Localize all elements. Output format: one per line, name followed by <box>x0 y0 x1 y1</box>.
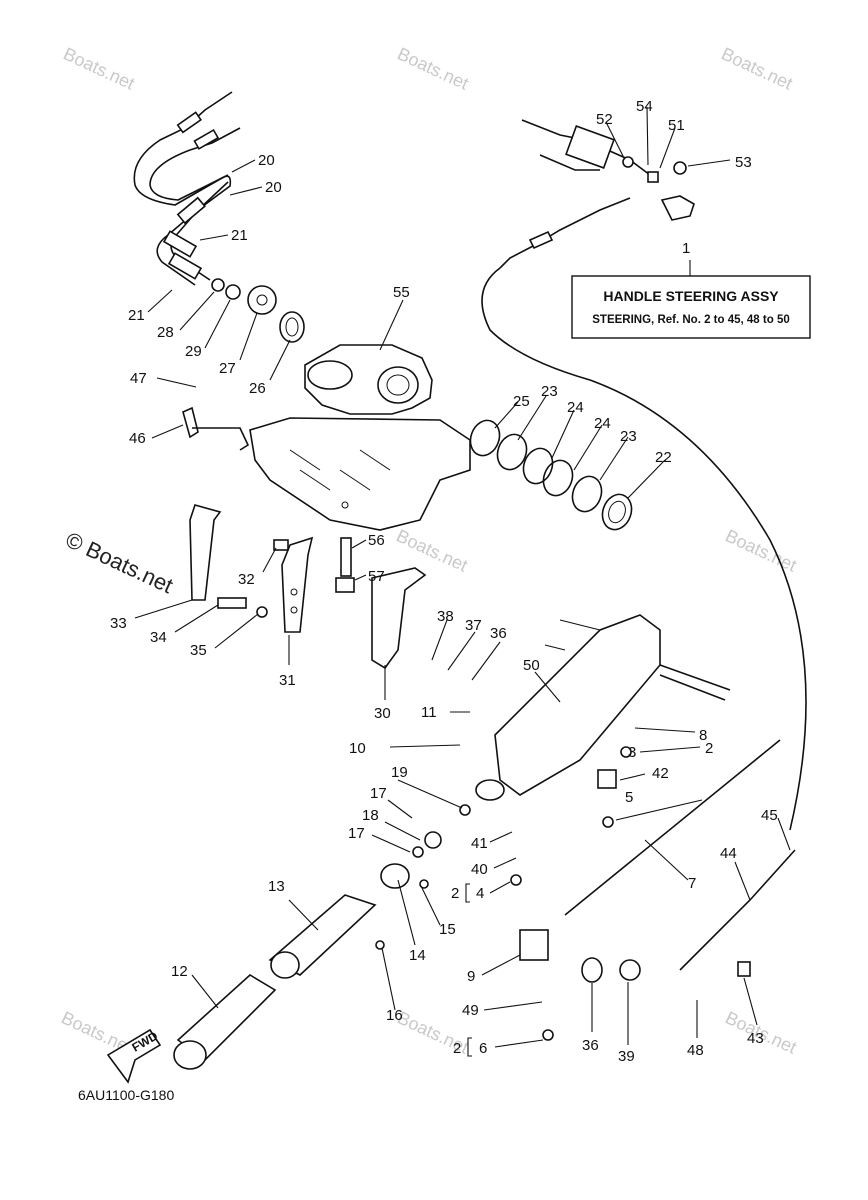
callout-label: 39 <box>618 1048 635 1065</box>
watermark: Boats.net <box>60 43 137 93</box>
callout-label: 45 <box>761 807 778 824</box>
callout-label: 42 <box>652 765 669 782</box>
callout-label: 53 <box>735 154 752 171</box>
callout-label: 46 <box>129 430 146 447</box>
callout-label: 17 <box>348 825 365 842</box>
watermark: Boats.net <box>722 525 799 575</box>
callout-label: 25 <box>513 393 530 410</box>
washers <box>469 419 633 531</box>
callout-label: 44 <box>720 845 737 862</box>
watermark: Boats.net <box>718 43 795 93</box>
callout-label: 49 <box>462 1002 479 1019</box>
callout-label: 33 <box>110 615 127 632</box>
callouts: 1 20 20 21 21 28 29 27 26 55 47 46 54 52… <box>110 98 778 1065</box>
callout-label: 57 <box>368 568 385 585</box>
callout-label: 15 <box>439 921 456 938</box>
callout-label: 12 <box>171 963 188 980</box>
callout-label: 29 <box>185 343 202 360</box>
callout-label: 23 <box>541 383 558 400</box>
callout-label: 17 <box>370 785 387 802</box>
callout-label: 56 <box>368 532 385 549</box>
callout-label: 54 <box>636 98 653 115</box>
callout-label: 37 <box>465 617 482 634</box>
bracket-marks <box>465 883 472 1057</box>
callout-label: 47 <box>130 370 147 387</box>
callout-label: 20 <box>258 152 275 169</box>
callout-label: 11 <box>421 704 437 721</box>
callout-label: 32 <box>238 571 255 588</box>
callout-label: 27 <box>219 360 236 377</box>
callout-label: 35 <box>190 642 207 659</box>
callout-label: 18 <box>362 807 379 824</box>
callout-label: 50 <box>523 657 540 674</box>
callout-label: 28 <box>157 324 174 341</box>
callout-label: 16 <box>386 1007 403 1024</box>
callout-label: 51 <box>668 117 685 134</box>
callout-label: 36 <box>582 1037 599 1054</box>
callout-label: 24 <box>594 415 611 432</box>
callout-label: 3 <box>628 744 636 761</box>
assembly-box-subtitle: STEERING, Ref. No. 2 to 45, 48 to 50 <box>592 314 789 326</box>
callout-label: 30 <box>374 705 391 722</box>
leader-lines <box>134 106 791 1048</box>
callout-label: 14 <box>409 947 426 964</box>
callout-label: 1 <box>682 240 690 257</box>
left-brackets <box>182 406 427 670</box>
callout-label: 13 <box>268 878 285 895</box>
callout-label: 22 <box>655 449 672 466</box>
callout-label: 36 <box>490 625 507 642</box>
steering-arm <box>475 614 731 801</box>
callout-label: 6 <box>479 1040 487 1057</box>
callout-label: 34 <box>150 629 167 646</box>
assembly-box: HANDLE STEERING ASSY STEERING, Ref. No. … <box>571 275 811 339</box>
lower-parts <box>375 739 796 1041</box>
callout-label: 21 <box>128 307 145 324</box>
callout-label: 38 <box>437 608 454 625</box>
callout-label: 5 <box>625 789 633 806</box>
watermark: Boats.net <box>394 43 471 93</box>
callout-label: 23 <box>620 428 637 445</box>
steering-bracket <box>249 344 471 531</box>
callout-label: 21 <box>231 227 248 244</box>
top-right-assembly <box>481 119 807 831</box>
watermark: Boats.net <box>393 525 470 575</box>
callout-label: 40 <box>471 861 488 878</box>
callout-label: 2 <box>451 885 459 902</box>
callout-label: 10 <box>349 740 366 757</box>
callout-label: 48 <box>687 1042 704 1059</box>
watermarks: Boats.net Boats.net Boats.net Boats.net … <box>58 43 799 1057</box>
callout-label: 31 <box>279 672 296 689</box>
diagram-code: 6AU1100-G180 <box>78 1087 174 1103</box>
callout-label: 24 <box>567 399 584 416</box>
callout-label: 43 <box>747 1030 764 1047</box>
callout-label: 2 <box>453 1040 461 1057</box>
assembly-box-title: HANDLE STEERING ASSY <box>603 288 779 304</box>
callout-label: 8 <box>699 727 707 744</box>
throttle-cables <box>133 91 305 343</box>
watermark-main: © Boats.net <box>62 527 177 598</box>
callout-label: 41 <box>471 835 488 852</box>
callout-label: 52 <box>596 111 613 128</box>
callout-label: 55 <box>393 284 410 301</box>
callout-label: 2 <box>705 740 713 757</box>
callout-label: 26 <box>249 380 266 397</box>
callout-label: 20 <box>265 179 282 196</box>
callout-label: 19 <box>391 764 408 781</box>
callout-label: 9 <box>467 968 475 985</box>
callout-label: 4 <box>476 885 484 902</box>
throttle-grip <box>173 863 410 1070</box>
callout-label: 7 <box>688 875 696 892</box>
fwd-arrow: FWD <box>106 1029 162 1084</box>
